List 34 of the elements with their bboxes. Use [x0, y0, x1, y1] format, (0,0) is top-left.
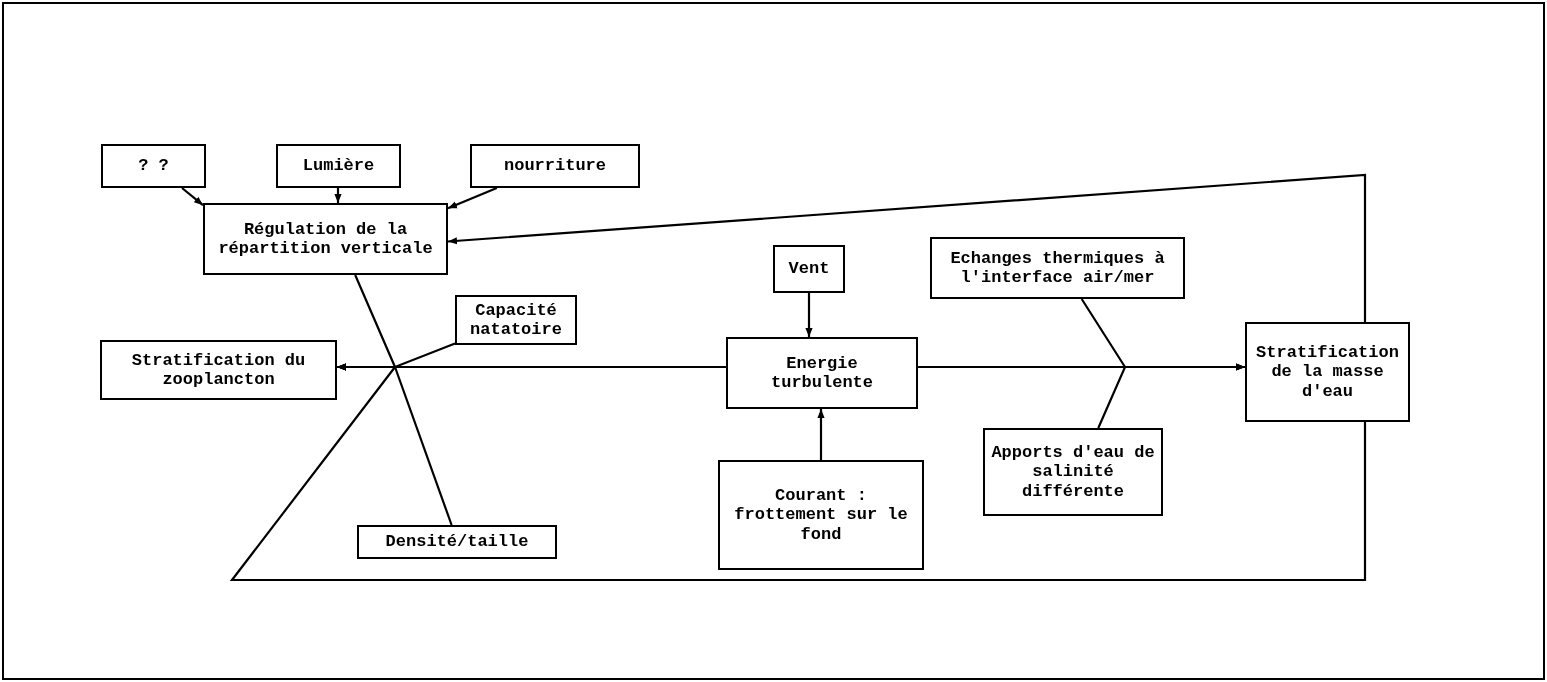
box-label: nourriture: [504, 156, 606, 176]
process-box: [718, 460, 924, 570]
process-box: [203, 203, 448, 275]
arrow: [817, 409, 825, 460]
process-box: [455, 295, 577, 345]
box-label: Lumière: [302, 156, 375, 176]
box-label: Capacité natatoire: [469, 300, 563, 340]
box-label: Echanges thermiques à l'interface air/mer: [949, 248, 1166, 288]
arrow: [805, 293, 813, 337]
box-label: Stratification du zooplancton: [130, 350, 307, 390]
process-box: [470, 144, 640, 188]
arrow: [334, 188, 342, 203]
process-box: [726, 337, 918, 409]
process-box: [100, 340, 337, 400]
process-box: [357, 525, 557, 559]
box-label: ? ?: [138, 156, 169, 176]
process-box: [101, 144, 206, 188]
box-label: Energie turbulente: [770, 353, 874, 393]
process-box: [773, 245, 845, 293]
process-box: [1245, 322, 1410, 422]
process-box: [930, 237, 1185, 299]
arrow: [337, 363, 726, 371]
box-label: Vent: [788, 259, 830, 279]
box-label: Densité/taille: [385, 532, 529, 552]
box-label: Apports d'eau de salinité différente: [991, 443, 1155, 501]
arrow: [1097, 363, 1245, 429]
arrow: [447, 173, 1367, 322]
box-label: Régulation de la répartition verticale: [217, 219, 434, 259]
process-box: [983, 428, 1163, 516]
arrow: [181, 187, 204, 207]
arrow: [447, 187, 498, 210]
box-label: Courant : frottement sur le fond: [733, 486, 909, 544]
process-box: [276, 144, 401, 188]
box-label: Stratification de la masse d'eau: [1255, 343, 1400, 401]
